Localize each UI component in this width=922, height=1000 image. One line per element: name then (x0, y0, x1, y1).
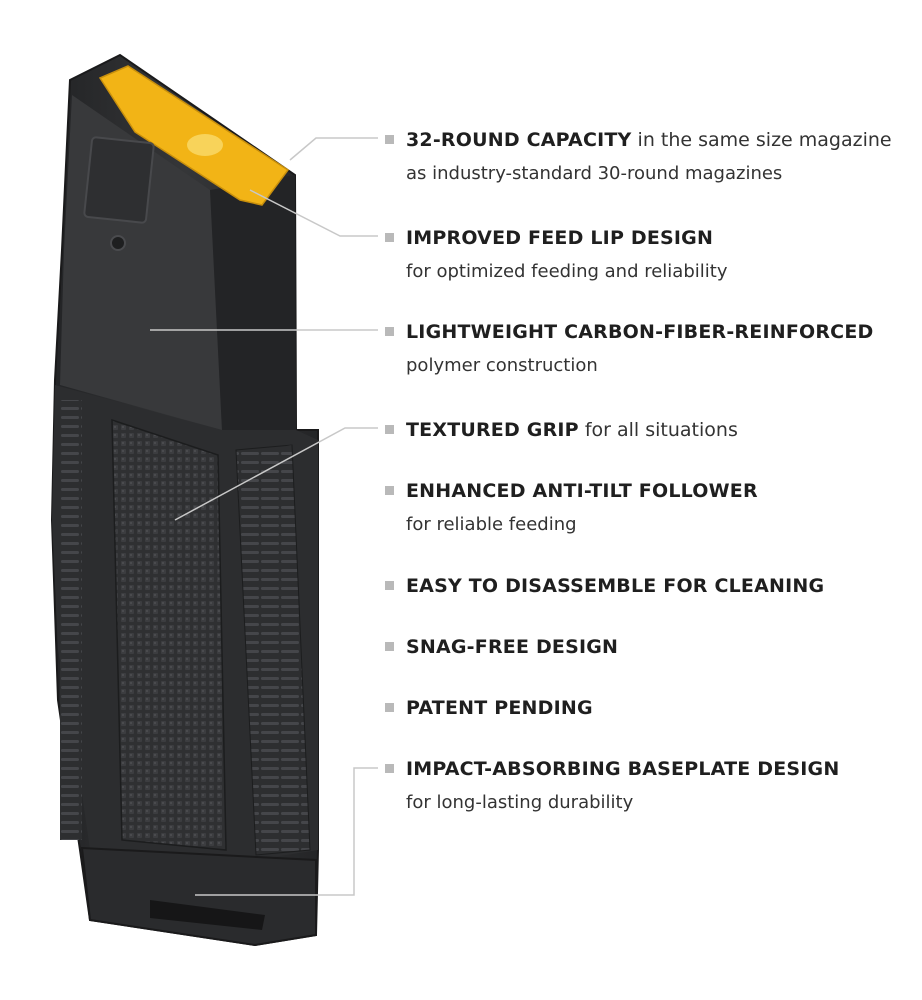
feature-detail: for optimized feeding and reliability (406, 261, 728, 282)
feature-disassemble: EASY TO DISASSEMBLE FOR CLEANING (385, 574, 905, 598)
feature-feed-lip: IMPROVED FEED LIP DESIGN for optimized f… (385, 226, 905, 284)
bullet-icon (385, 642, 394, 651)
feature-heading: LIGHTWEIGHT CARBON-FIBER-REINFORCED (406, 321, 874, 343)
bullet-icon (385, 425, 394, 434)
baseplate-slot (150, 900, 265, 930)
feature-capacity: 32-ROUND CAPACITY in the same size magaz… (385, 128, 905, 186)
bullet-icon (385, 233, 394, 242)
feature-snag-free: SNAG-FREE DESIGN (385, 635, 905, 659)
bullet-icon (385, 135, 394, 144)
feature-heading-suffix: for all situations (578, 419, 738, 441)
magazine-side-face (210, 175, 296, 430)
feature-title-line: SNAG-FREE DESIGN (406, 635, 905, 659)
callout-line-grip (174, 427, 378, 521)
feature-patent: PATENT PENDING (385, 696, 905, 720)
feature-detail: for long-lasting durability (406, 792, 634, 813)
label-plate (83, 136, 155, 224)
feature-heading: SNAG-FREE DESIGN (406, 636, 619, 658)
callout-line-capacity (289, 137, 378, 161)
feature-polymer: LIGHTWEIGHT CARBON-FIBER-REINFORCED poly… (385, 320, 905, 378)
feature-detail: for reliable feeding (406, 514, 577, 535)
bullet-icon (385, 327, 394, 336)
callout-line-baseplate (195, 767, 378, 896)
bullet-icon (385, 581, 394, 590)
bullet-icon (385, 703, 394, 712)
right-grip-ribs (235, 444, 311, 856)
feature-heading-suffix: in the same size magazine (631, 129, 892, 151)
feature-title-line: LIGHTWEIGHT CARBON-FIBER-REINFORCED (406, 320, 905, 344)
feature-heading: PATENT PENDING (406, 697, 593, 719)
feature-textured-grip: TEXTURED GRIP for all situations (385, 418, 905, 442)
feature-baseplate: IMPACT-ABSORBING BASEPLATE DESIGN for lo… (385, 757, 905, 815)
left-grip-ribs (60, 400, 82, 840)
feature-title-line: 32-ROUND CAPACITY in the same size magaz… (406, 128, 905, 152)
callout-line-feed-lip (249, 189, 378, 237)
follower (98, 65, 290, 206)
feature-title-line: PATENT PENDING (406, 696, 905, 720)
textured-grip-panel (111, 418, 227, 851)
feature-title-line: EASY TO DISASSEMBLE FOR CLEANING (406, 574, 905, 598)
feature-heading: IMPACT-ABSORBING BASEPLATE DESIGN (406, 758, 840, 780)
feature-detail: polymer construction (406, 355, 598, 376)
feature-heading: TEXTURED GRIP (406, 419, 579, 441)
feature-heading: EASY TO DISASSEMBLE FOR CLEANING (406, 575, 825, 597)
feature-heading: ENHANCED ANTI-TILT FOLLOWER (406, 480, 758, 502)
feature-title-line: IMPROVED FEED LIP DESIGN (406, 226, 905, 250)
follower-highlight (187, 134, 223, 156)
feature-title-line: TEXTURED GRIP for all situations (406, 418, 905, 442)
feature-heading: IMPROVED FEED LIP DESIGN (406, 227, 714, 249)
baseplate (80, 846, 317, 947)
feature-title-line: ENHANCED ANTI-TILT FOLLOWER (406, 479, 905, 503)
rivet (110, 235, 126, 251)
feature-heading: 32-ROUND CAPACITY (406, 129, 632, 151)
feature-detail: as industry-standard 30-round magazines (406, 163, 783, 184)
bullet-icon (385, 486, 394, 495)
feature-follower: ENHANCED ANTI-TILT FOLLOWER for reliable… (385, 479, 905, 537)
bullet-icon (385, 764, 394, 773)
callout-lines (150, 137, 378, 896)
feature-title-line: IMPACT-ABSORBING BASEPLATE DESIGN (406, 757, 905, 781)
